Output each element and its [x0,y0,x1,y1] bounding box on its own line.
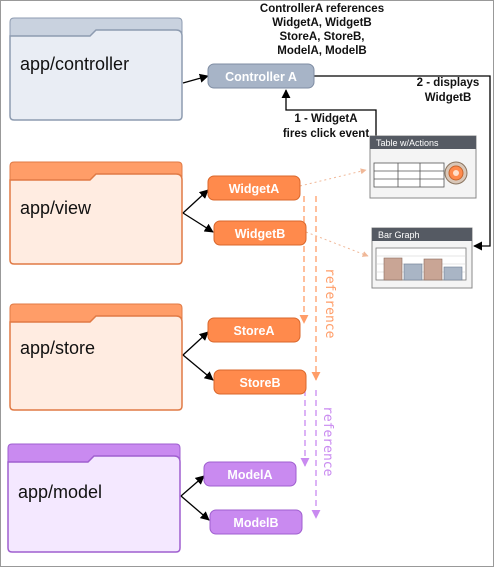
note-line: 2 - displays [417,77,480,89]
connector-controller [182,73,209,84]
folder-controller: app/controller [9,17,183,121]
folder-store: app/store [9,303,183,411]
note-line: fires click event [283,128,369,140]
connector-model-modela [180,475,205,497]
note-line: WidgetB [425,92,472,104]
table-window-title: Table w/Actions [376,138,439,148]
note-line: ModelA, ModelB [277,45,366,57]
connector-view-widgeta [182,189,209,214]
folder-label: app/model [18,482,102,502]
connector-store-storeb [182,354,214,381]
bar-2 [403,263,423,281]
bar-3 [423,258,443,281]
note-line: ControllerA references [260,3,384,15]
table-grid [373,162,445,188]
controller-a-pill[interactable]: Controller A [207,63,315,89]
step2-note: 2 - displays WidgetB [417,77,480,104]
folder-body [7,455,181,553]
step2-arrow [314,75,491,251]
bar-graph-plot [375,247,467,281]
folder-label: app/store [20,338,95,358]
store-b-pill[interactable]: StoreB [213,369,307,395]
reference-lines [299,196,321,519]
display-widgetb [305,231,369,257]
pill-label: WidgetB [235,227,286,241]
folder-label: app/view [20,198,92,218]
connector-model-modelb [180,495,210,521]
model-b-pill[interactable]: ModelB [209,509,303,535]
connector-view-widgetb [182,212,214,233]
pill-label: StoreA [234,324,275,338]
reference-label-orange: reference [322,268,337,339]
model-a-pill[interactable]: ModelA [203,461,297,487]
folder-model: app/model [7,443,181,553]
store-a-pill[interactable]: StoreA [207,317,301,343]
folder-body [9,315,183,411]
folder-label: app/controller [20,54,129,74]
bar-1 [383,257,403,281]
pill-label: WidgetA [229,182,280,196]
widget-b-pill[interactable]: WidgetB [213,220,307,246]
connector-store-storea [182,331,209,356]
pill-label: ModelA [227,468,272,482]
note-line: 1 - WidgetA [294,113,357,125]
pill-label: StoreB [240,376,281,390]
widget-a-pill[interactable]: WidgetA [207,175,301,201]
note-line: StoreA, StoreB, [280,31,365,43]
reference-label-purple: reference [320,406,335,477]
display-widgeta [299,168,367,187]
step1-note: 1 - WidgetA fires click event [283,113,369,140]
references-note: ControllerA references WidgetA, WidgetB … [260,3,384,57]
folder-body [9,173,183,265]
bar-4 [443,266,463,281]
folder-connectors [180,73,214,521]
step1-arrow [281,89,377,146]
gear-icon [444,161,468,185]
pill-label: ModelB [233,516,278,530]
note-line: WidgetA, WidgetB [272,17,371,29]
display-lines [299,168,369,257]
step-arrows [281,75,491,251]
bar-graph-window: Bar Graph [371,227,473,289]
bar-graph-window-title: Bar Graph [378,230,420,240]
folder-body [9,29,183,121]
table-window: Table w/Actions [369,135,477,199]
pill-label: Controller A [225,70,297,84]
folder-view: app/view [9,161,183,265]
